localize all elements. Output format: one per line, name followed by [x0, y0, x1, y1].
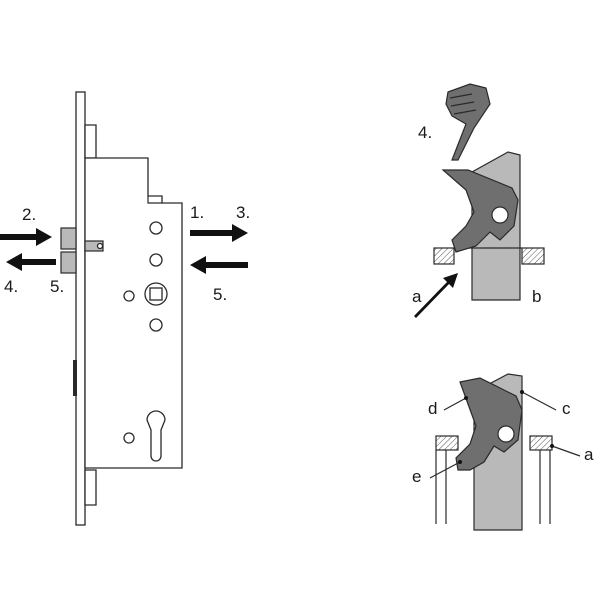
arrow-push-in [0, 228, 52, 246]
hook-pivot-top [491, 206, 509, 224]
label-step-3: 3. [236, 203, 250, 222]
cylinder-cutout [146, 410, 166, 462]
leader-e [429, 461, 461, 479]
label-step-5-left: 5. [50, 277, 64, 296]
body-step [147, 196, 162, 204]
leader-d-dot [464, 396, 468, 400]
hook-pivot-bottom [497, 425, 515, 443]
lower-tab [84, 469, 97, 506]
detail-bottom: d c a e [412, 373, 594, 531]
leader-e-dot [458, 460, 462, 464]
keeper-left-bottom [435, 435, 459, 451]
upper-tab [84, 124, 97, 159]
mortise-lock: 2. 1. 3. 4. 5. 5. [0, 91, 250, 526]
label-b: b [532, 287, 541, 306]
lock-body [84, 157, 183, 469]
spindle-pin [96, 242, 104, 250]
label-step-1: 1. [190, 203, 204, 222]
label-step-4-left: 4. [4, 277, 18, 296]
label-d: d [428, 399, 437, 418]
screw-hole-4 [149, 318, 163, 332]
screw-hole-5 [123, 432, 135, 444]
label-step-5-right: 5. [213, 285, 227, 304]
hook-latch-bottom [455, 377, 523, 471]
label-step-4-top: 4. [418, 123, 432, 142]
square-follower [149, 287, 163, 301]
keeper-right-bottom [529, 435, 553, 451]
label-step-2: 2. [22, 205, 36, 224]
leader-a-dot [550, 444, 554, 448]
pointing-hand-icon [445, 83, 491, 161]
faceplate-slot [73, 360, 77, 396]
keeper-left-top [433, 247, 455, 265]
label-c: c [562, 399, 571, 418]
hook-latch-top [441, 169, 519, 253]
keeper-right-top [521, 247, 545, 265]
label-a-lower: a [584, 445, 594, 464]
arrow-left [190, 256, 248, 274]
screw-hole-1 [149, 221, 163, 235]
leader-d [443, 397, 467, 411]
latch-lower [60, 251, 77, 274]
leader-c [521, 391, 557, 411]
rail-left [435, 450, 447, 524]
label-e: e [412, 467, 421, 486]
label-a-upper: a [412, 287, 422, 306]
leader-c-dot [520, 390, 524, 394]
arrow-a [414, 273, 458, 318]
arrow-push-out [6, 253, 56, 271]
screw-hole-3 [123, 290, 135, 302]
leader-a [551, 445, 581, 457]
latch-upper [60, 227, 77, 250]
detail-top: 4. a b [412, 83, 545, 318]
arrow-right [190, 224, 248, 242]
screw-hole-2 [149, 253, 163, 267]
rail-right [539, 450, 551, 524]
faceplate [75, 91, 86, 526]
